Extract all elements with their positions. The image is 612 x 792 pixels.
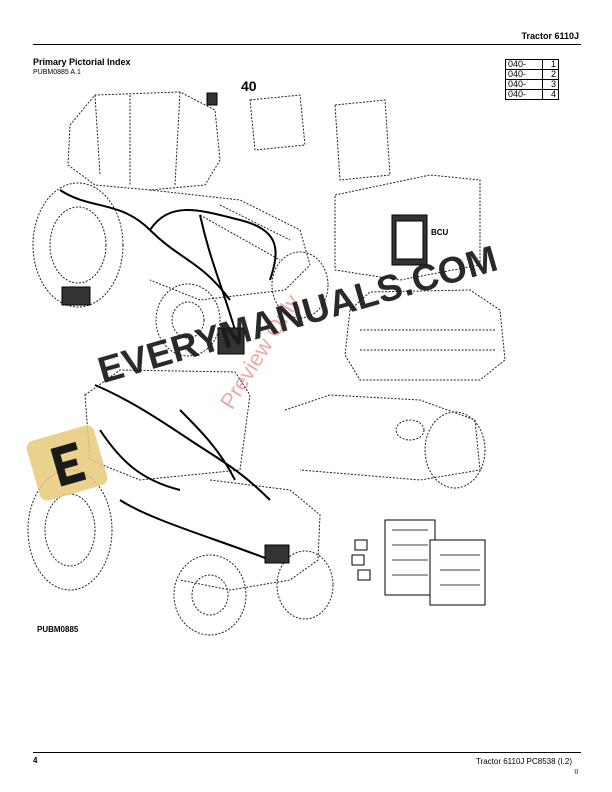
index-row[interactable]: 040- 4	[505, 89, 560, 100]
figure-reference: PUBM0885	[37, 625, 79, 634]
watermark-logo-icon	[26, 425, 108, 501]
index-table: 040- 1 040- 2 040- 3 040- 4	[505, 59, 560, 100]
footer-small: 0	[574, 768, 579, 776]
page-subtitle: PUBM0885 A.1	[33, 69, 81, 76]
page-title: Primary Pictorial Index	[33, 57, 131, 67]
page-number: 4	[33, 756, 38, 765]
document-title: Tractor 6110J	[521, 31, 579, 41]
header-divider	[33, 44, 581, 45]
figure-number: 40	[241, 78, 257, 94]
footer-divider	[33, 752, 581, 753]
bcu-label: BCU	[431, 228, 449, 237]
index-number: 4	[541, 89, 560, 100]
footer-text: Tractor 6110J PC8538 (I.2)	[475, 757, 572, 766]
